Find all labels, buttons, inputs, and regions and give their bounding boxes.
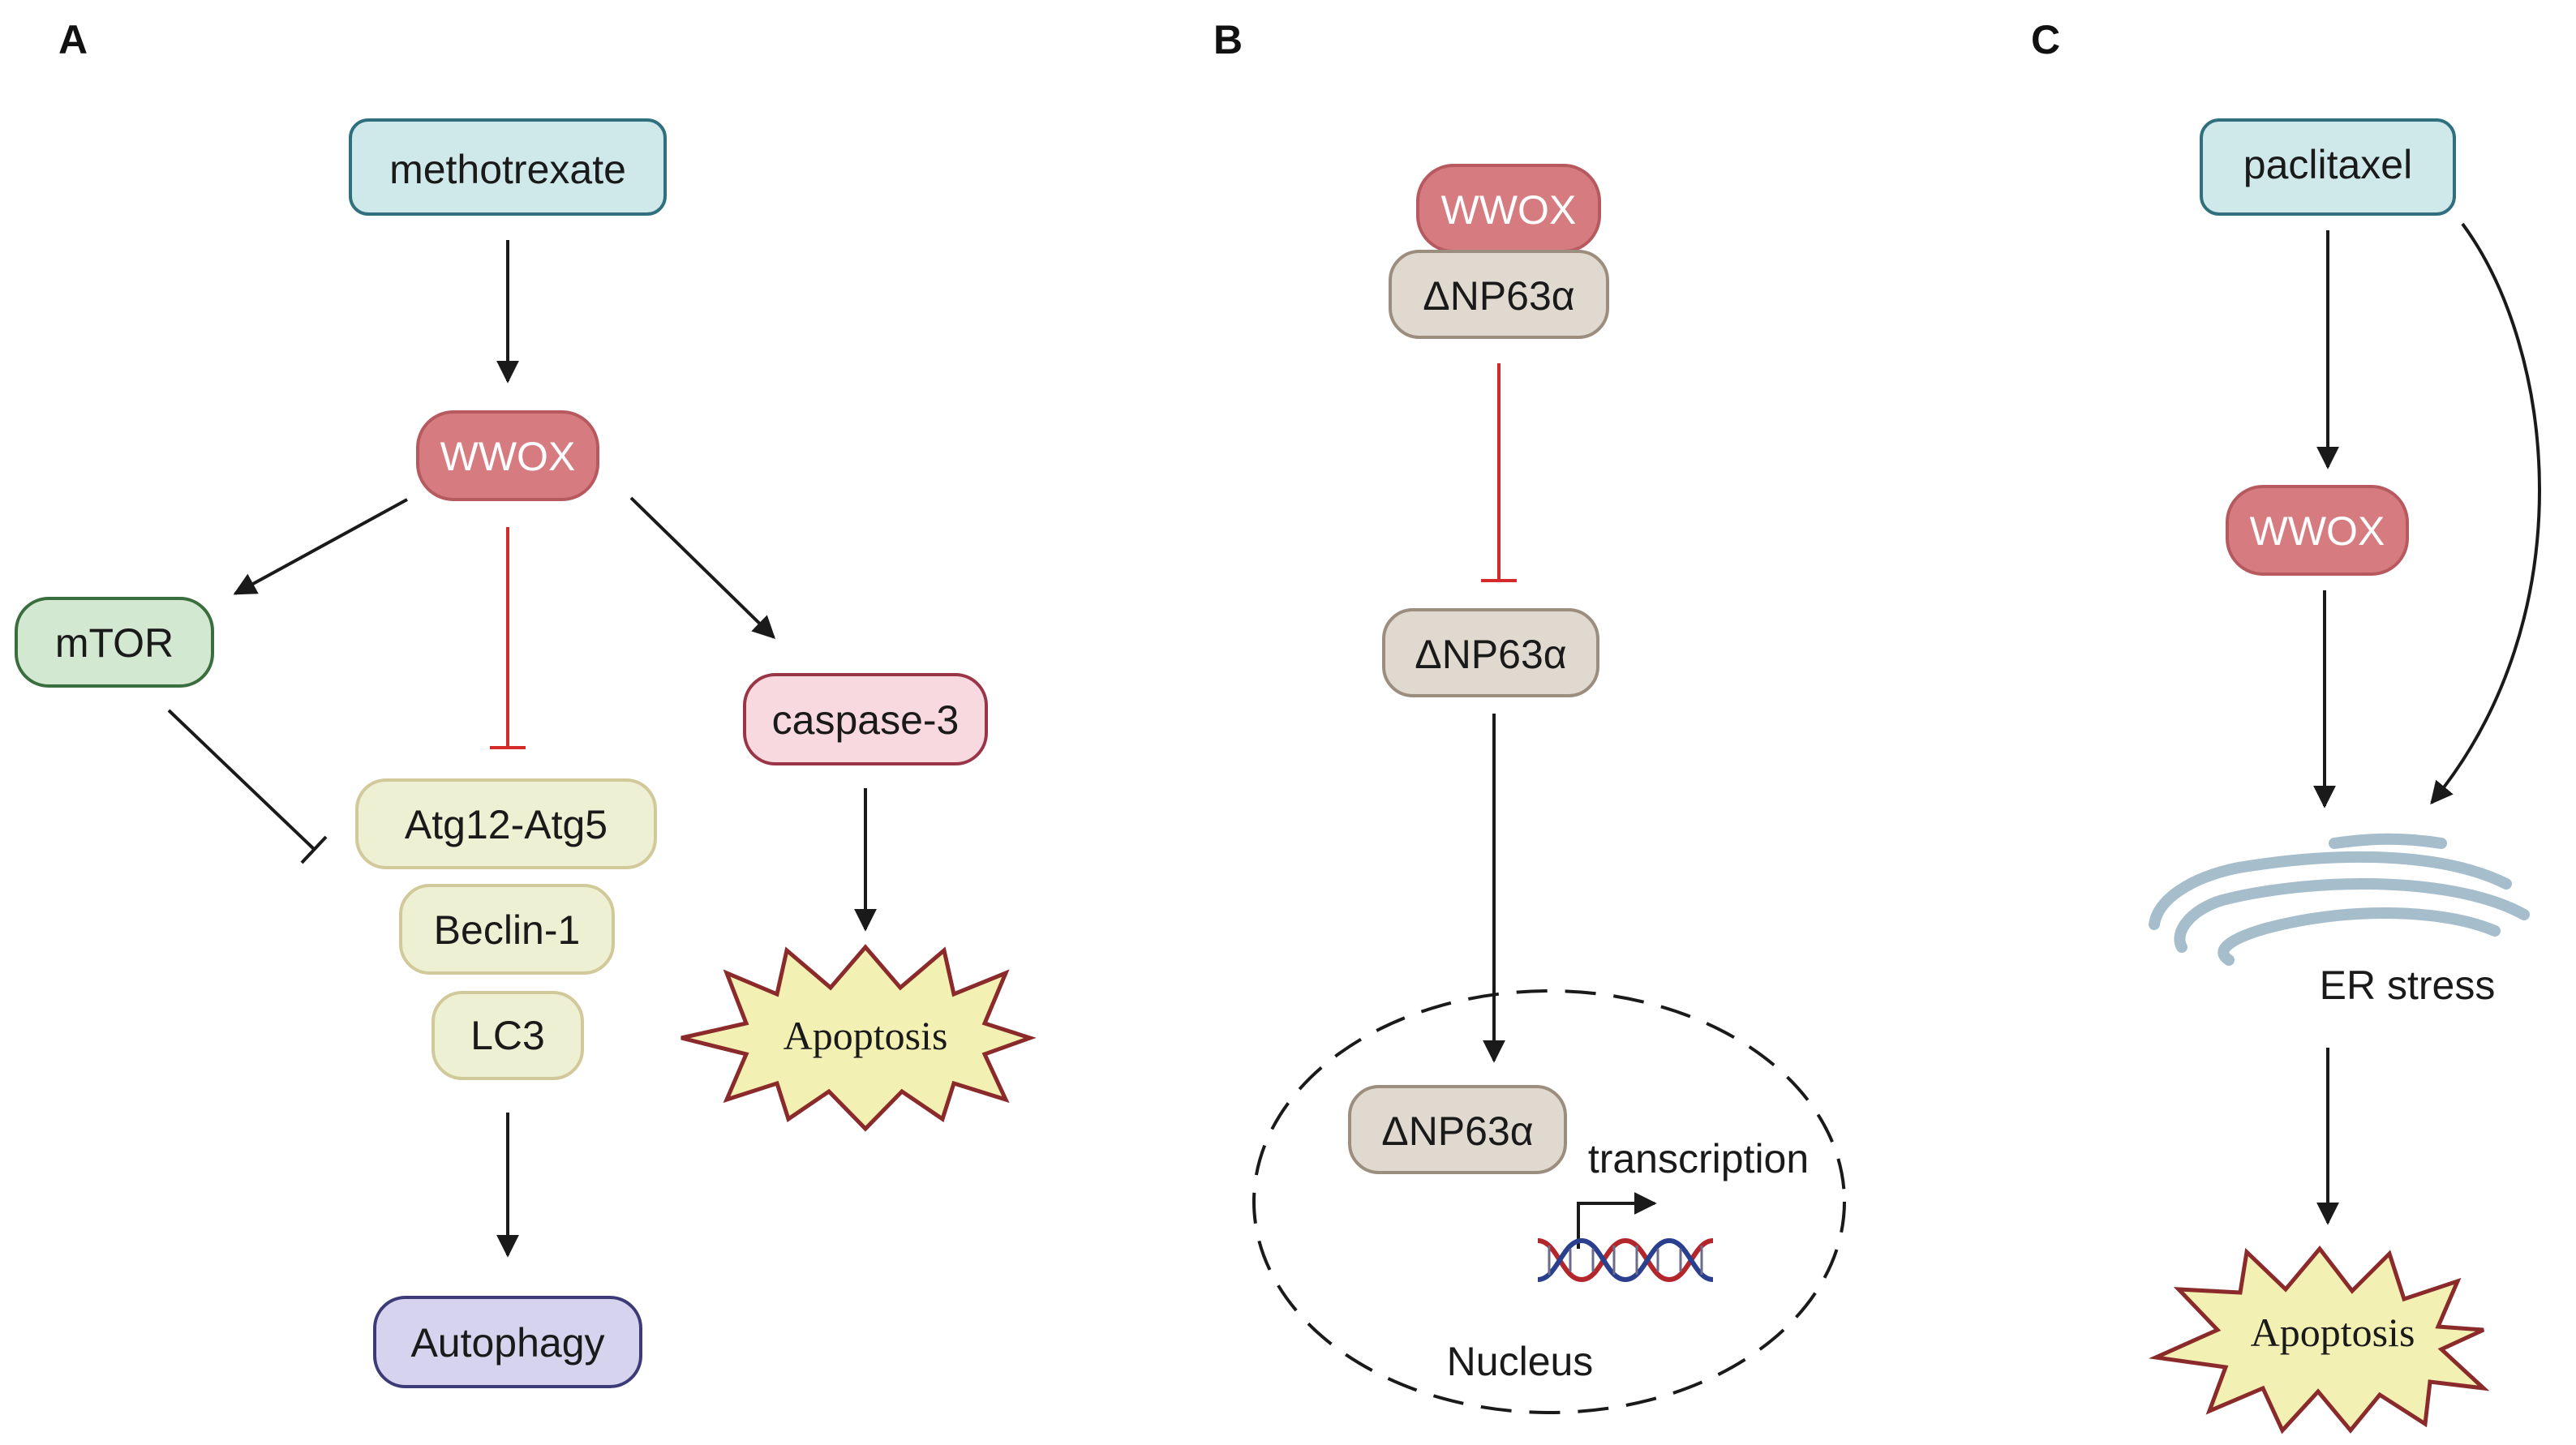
apoptosis-label-c: Apoptosis <box>2251 1310 2415 1355</box>
apoptosis-label-a: Apoptosis <box>784 1013 948 1058</box>
transcription-start-arrow <box>1577 1192 1657 1249</box>
arrow-wwox-to-caspase3 <box>629 496 776 639</box>
inhibition-complex-to-dnp63a <box>1481 363 1517 582</box>
beclin-1-label: Beclin-1 <box>434 907 581 953</box>
lc3-node: LC3 <box>431 991 584 1080</box>
methotrexate-node: methotrexate <box>349 118 667 216</box>
apoptosis-burst-icon <box>2149 1246 2490 1434</box>
lc3-label: LC3 <box>470 1013 545 1058</box>
arrow-paclitaxel-to-er-stress <box>2430 222 2541 805</box>
autophagy-node: Autophagy <box>373 1296 642 1388</box>
panel-b: B WWOX ΔNP63α ΔNP63α ΔNP63α transcriptio… <box>1213 17 1846 1414</box>
panel-c: C paclitaxel WWOX ER stress Apoptosis <box>2031 17 2541 1434</box>
nucleus-outline <box>1252 989 1846 1414</box>
inhibition-wwox-to-atg-complex <box>490 527 526 749</box>
mtor-label: mTOR <box>55 620 174 666</box>
dnp63a-nuclear-node: ΔNP63α <box>1348 1085 1567 1174</box>
transcription-label: transcription <box>1588 1136 1809 1181</box>
apoptosis-node-a: Apoptosis <box>680 944 1037 1132</box>
paclitaxel-label: paclitaxel <box>2243 142 2412 187</box>
autophagy-label: Autophagy <box>410 1320 604 1366</box>
caspase-3-node: caspase-3 <box>743 673 988 765</box>
inhibition-mtor-to-atg-complex <box>167 709 328 864</box>
dnp63a-label: ΔNP63α <box>1415 632 1566 677</box>
dnp63a-node: ΔNP63α <box>1382 608 1599 697</box>
wwox-label-a: WWOX <box>440 434 576 479</box>
dnp63a-complex-label: ΔNP63α <box>1423 273 1574 319</box>
apoptosis-node-c: Apoptosis <box>2149 1246 2490 1434</box>
panel-a: A methotrexate WWOX mTOR <box>15 17 1037 1388</box>
wwox-node-c: WWOX <box>2226 485 2409 576</box>
wwox-label-b: WWOX <box>1441 187 1577 233</box>
wwox-node-a: WWOX <box>416 410 599 501</box>
beclin-1-node: Beclin-1 <box>399 884 615 975</box>
wwox-label-c: WWOX <box>2250 508 2385 554</box>
panel-a-letter: A <box>58 17 88 62</box>
dnp63a-complex-node: ΔNP63α <box>1389 250 1609 339</box>
atg12-atg5-node: Atg12-Atg5 <box>355 778 657 869</box>
caspase-3-label: caspase-3 <box>772 697 960 743</box>
nucleus-label: Nucleus <box>1447 1339 1594 1384</box>
panel-b-letter: B <box>1213 17 1243 62</box>
panel-c-letter: C <box>2031 17 2060 62</box>
apoptosis-burst-icon <box>680 944 1037 1132</box>
wwox-node-b: WWOX <box>1416 164 1601 253</box>
dna-helix-icon <box>1537 1237 1714 1283</box>
endoplasmic-reticulum-icon <box>2149 833 2530 966</box>
arrow-wwox-to-mtor <box>233 498 408 595</box>
mtor-node: mTOR <box>15 597 214 688</box>
er-stress-label: ER stress <box>2320 963 2496 1008</box>
methotrexate-label: methotrexate <box>389 147 626 192</box>
dnp63a-nuclear-label: ΔNP63α <box>1381 1108 1533 1154</box>
paclitaxel-node: paclitaxel <box>2200 118 2456 216</box>
atg12-atg5-label: Atg12-Atg5 <box>405 802 608 847</box>
